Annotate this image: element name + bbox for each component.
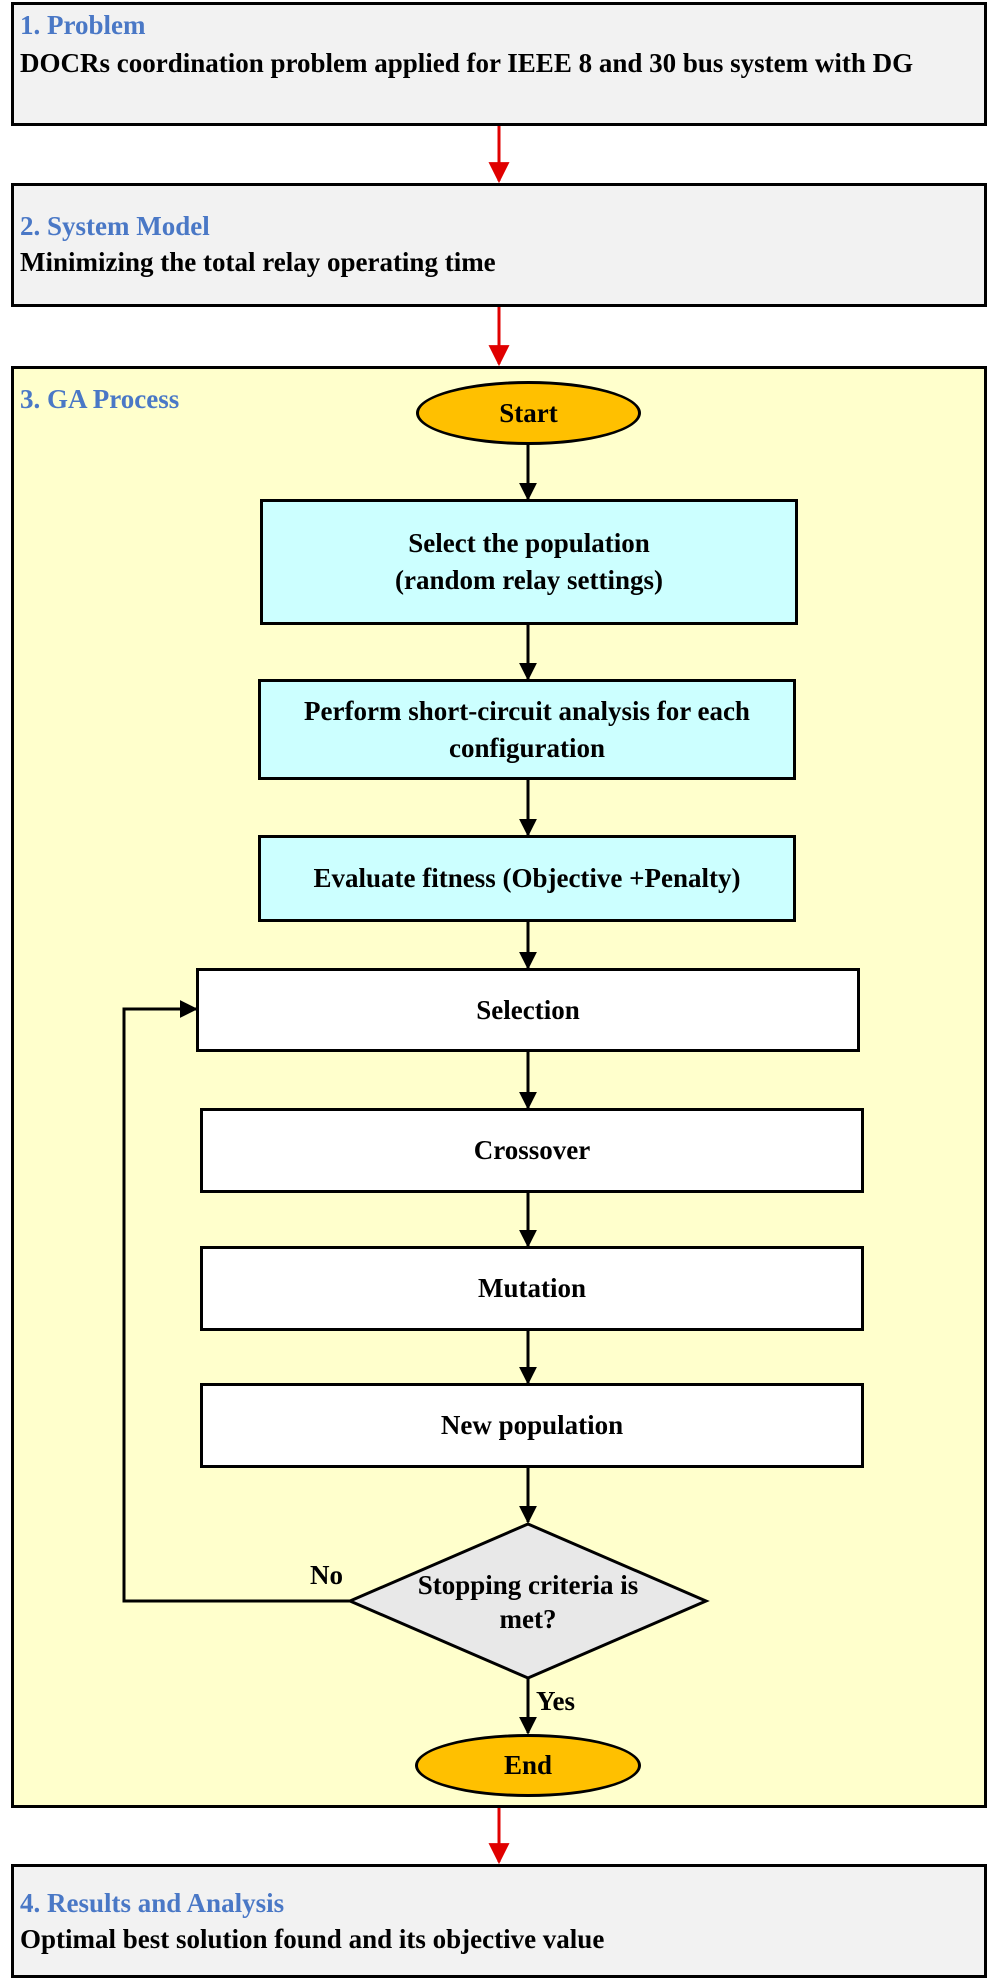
- decision-diamond: [346, 1522, 710, 1680]
- selection-node: Selection: [196, 968, 860, 1052]
- short-circuit-node: Perform short-circuit analysis for each …: [258, 679, 796, 780]
- problem-body: DOCRs coordination problem applied for I…: [20, 48, 914, 78]
- system-model-title: 2. System Model: [20, 211, 210, 241]
- mutation-node: Mutation: [200, 1246, 864, 1331]
- system-model-body: Minimizing the total relay operating tim…: [20, 247, 496, 277]
- results-panel: 4. Results and Analysis Optimal best sol…: [11, 1864, 987, 1978]
- arrow-no-loop: [122, 1000, 350, 1603]
- crossover-node: Crossover: [200, 1108, 864, 1193]
- problem-panel: 1. Problem DOCRs coordination problem ap…: [11, 2, 987, 126]
- no-label: No: [310, 1560, 343, 1590]
- new-population-node: New population: [200, 1383, 864, 1468]
- yes-label: Yes: [536, 1686, 575, 1716]
- results-title: 4. Results and Analysis: [20, 1888, 285, 1918]
- evaluate-fitness-node: Evaluate fitness (Objective +Penalty): [258, 835, 796, 922]
- select-population-node: Select the population (random relay sett…: [260, 499, 798, 625]
- results-body: Optimal best solution found and its obje…: [20, 1924, 605, 1954]
- end-node: End: [415, 1734, 641, 1797]
- decision-label: Stopping criteria is met?: [417, 1570, 639, 1634]
- start-node: Start: [416, 381, 641, 445]
- system-model-panel: 2. System Model Minimizing the total rel…: [11, 183, 987, 307]
- ga-process-title: 3. GA Process: [20, 384, 180, 414]
- problem-title: 1. Problem: [20, 10, 146, 40]
